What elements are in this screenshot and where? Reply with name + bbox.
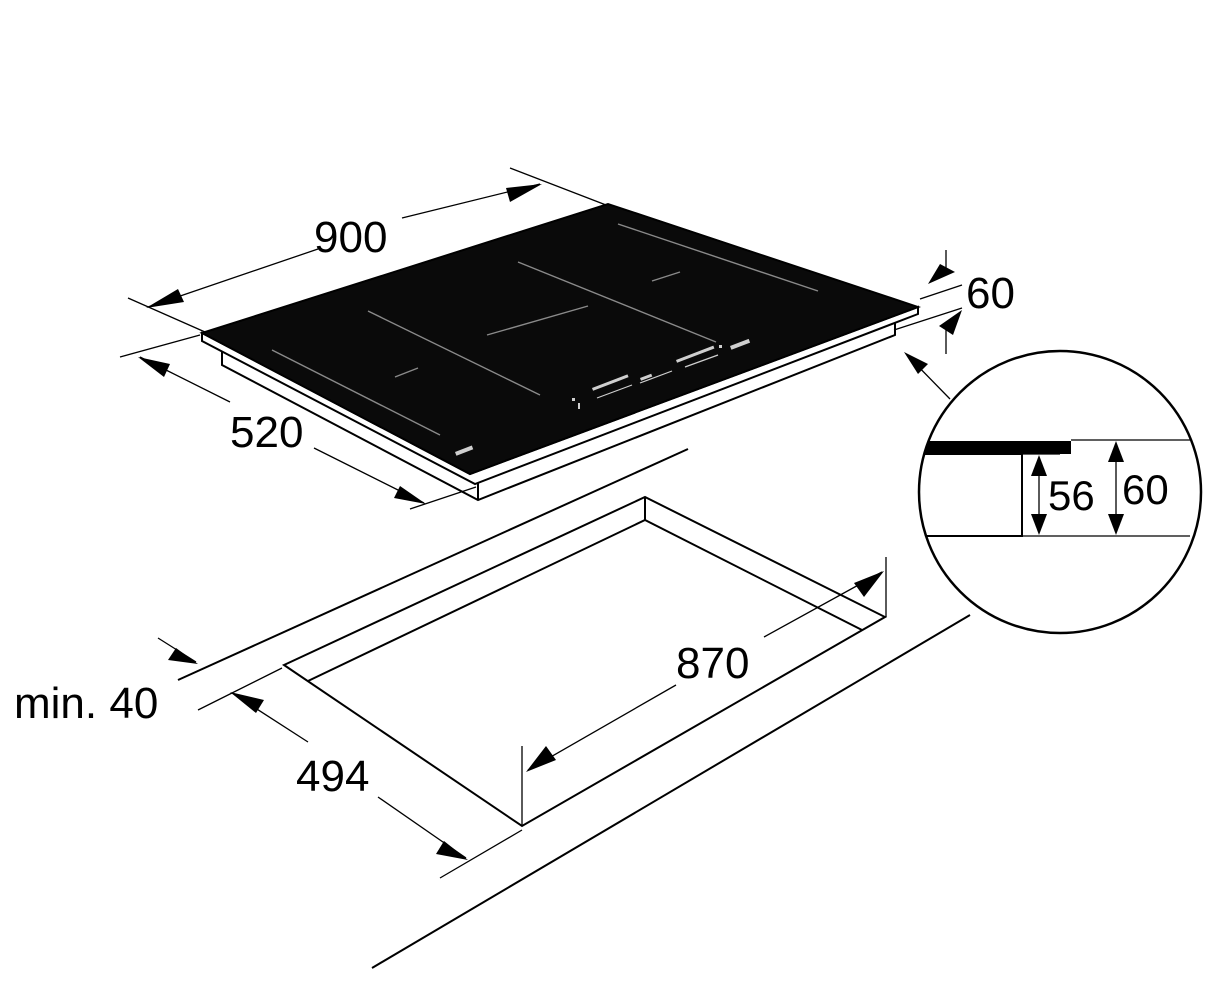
arrowhead: [1108, 441, 1124, 462]
arrowhead: [928, 264, 955, 284]
worktop-back-edge: [177, 448, 689, 681]
dim-label-detail-60: 60: [1122, 466, 1169, 513]
arrowhead: [506, 184, 542, 202]
arrowhead: [138, 357, 170, 377]
dimension-900: 900: [127, 167, 607, 333]
dim-label-900: 900: [314, 213, 387, 262]
detail-callout: 56 60: [904, 349, 1203, 635]
arrowhead: [1031, 455, 1047, 476]
arrowhead: [146, 289, 184, 308]
detail-body-section: [919, 453, 1023, 537]
dimension-60: 60: [893, 250, 1015, 354]
dim-label-494: 494: [296, 752, 369, 801]
hob: [199, 202, 922, 502]
dimension-min-40: min. 40: [14, 637, 198, 728]
dimension-870: 870: [521, 557, 887, 826]
dim-label-56: 56: [1048, 472, 1095, 519]
arrowhead: [904, 352, 928, 374]
worktop: [177, 448, 971, 969]
arrowhead: [168, 648, 198, 664]
dim-label-520: 520: [230, 408, 303, 457]
dim-label-60: 60: [966, 269, 1015, 318]
arrowhead: [230, 692, 264, 713]
detail-glass-section: [919, 441, 1071, 454]
hob-glass-top: [199, 202, 922, 476]
cutout-inner-edge: [307, 518, 863, 682]
arrowhead: [1031, 514, 1047, 535]
arrowhead: [436, 841, 468, 860]
arrowhead: [526, 746, 556, 772]
cutout: [281, 495, 888, 828]
control-panel: [455, 338, 751, 456]
cooking-zone-markings: [271, 223, 819, 436]
cutout-outline: [281, 495, 888, 828]
dimension-494: 494: [197, 667, 523, 879]
arrowhead: [939, 310, 962, 335]
arrowhead: [394, 486, 426, 504]
dimension-520: 520: [119, 334, 477, 510]
arrowhead: [854, 571, 884, 597]
worktop-front-edge: [371, 614, 971, 969]
arrowhead: [1108, 514, 1124, 535]
detail-circle: [917, 349, 1203, 635]
dim-label-870: 870: [676, 639, 749, 688]
dim-label-min-40: min. 40: [14, 679, 158, 728]
